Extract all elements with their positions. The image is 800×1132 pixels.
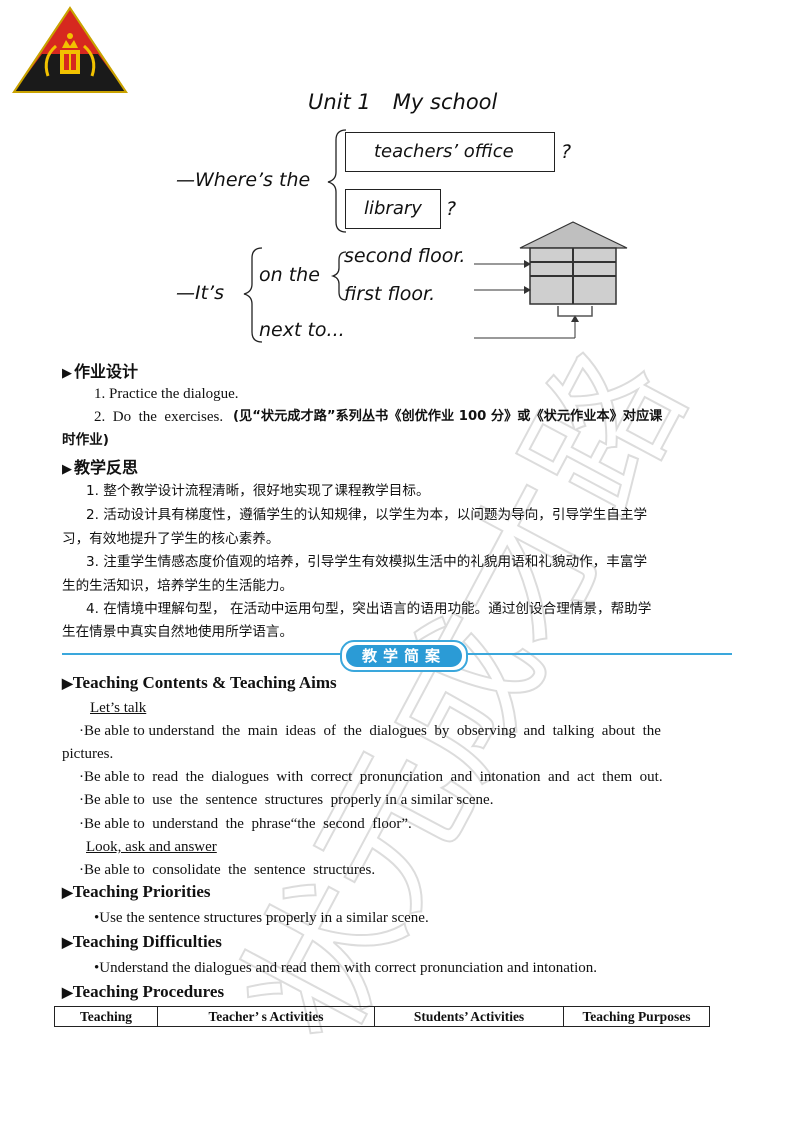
homework-heading-text: 作业设计: [74, 362, 139, 381]
reflection-p4-line2: 生在情景中真实自然地使用所学语言。: [62, 624, 294, 640]
homework-heading: ▶作业设计: [62, 358, 138, 382]
question-mark-2: ?: [446, 198, 457, 220]
contents-heading-text: Teaching Contents & Teaching Aims: [72, 673, 337, 692]
procedures-table: Teaching Teacher’ s Activities Students’…: [54, 1006, 710, 1027]
aim-1-line2: pictures.: [62, 746, 114, 762]
difficulties-heading-text: Teaching Difficulties: [72, 932, 222, 951]
aim-5: ·Be able to consolidate the sentence str…: [79, 862, 376, 878]
priorities-heading: ▶Teaching Priorities: [62, 882, 211, 902]
aim-1-line1: ·Be able to understand the main ideas of…: [79, 723, 661, 739]
triangle-bullet-icon: ▶: [62, 366, 72, 381]
reflection-heading-text: 教学反思: [74, 458, 139, 477]
aim-2: ·Be able to read the dialogues with corr…: [79, 769, 663, 785]
logo-emblem: [12, 6, 128, 93]
where-question: —Where’s the: [176, 169, 311, 191]
homework-item-2-en: 2. Do the exercises.: [94, 409, 224, 425]
reflection-p3-line2: 生的生活知识，培养学生的生活能力。: [62, 578, 294, 594]
difficulties-heading: ▶Teaching Difficulties: [62, 932, 222, 952]
its-answer: —It’s: [176, 282, 224, 304]
triangle-bullet-icon: ▶: [62, 986, 73, 1001]
lets-talk-label: Let’s talk: [90, 700, 147, 716]
board-title-name: My school: [392, 90, 498, 114]
triangle-bullet-icon: ▶: [62, 886, 73, 901]
homework-item-1: 1. Practice the dialogue.: [94, 386, 239, 402]
procedures-heading: ▶Teaching Procedures: [62, 982, 224, 1002]
reflection-p1: 1. 整个教学设计流程清晰，很好地实现了课程教学目标。: [86, 483, 430, 499]
table-header-cell: Teacher’ s Activities: [157, 1006, 375, 1027]
next-to-phrase: next to...: [259, 319, 345, 341]
table-header-cell: Students’ Activities: [374, 1006, 564, 1027]
board-title-unit: Unit 1: [308, 90, 371, 114]
reflection-p3-line1: 3. 注重学生情感态度价值观的培养，引导学生有效模拟生活中的礼貌用语和礼貌动作，…: [86, 554, 648, 570]
contents-heading: ▶Teaching Contents & Teaching Aims: [62, 673, 337, 693]
difficulties-item: •Understand the dialogues and read them …: [94, 960, 598, 976]
reflection-heading: ▶教学反思: [62, 454, 138, 478]
aim-4: ·Be able to understand the phrase“the se…: [79, 816, 412, 832]
priorities-item: •Use the sentence structures properly in…: [94, 910, 429, 926]
section-banner: 教学简案: [340, 640, 468, 672]
homework-item-2-cn-line2: 时作业): [62, 432, 109, 448]
reflection-p2-line2: 习，有效地提升了学生的核心素养。: [62, 531, 280, 547]
first-floor-phrase: first floor.: [344, 283, 436, 305]
second-floor-phrase: second floor.: [344, 245, 466, 267]
reflection-p2-line1: 2. 活动设计具有梯度性，遵循学生的认知规律，以学生为本，以问题为导向，引导学生…: [86, 507, 648, 523]
reflection-p4-line1: 4. 在情境中理解句型， 在活动中运用句型，突出语言的语用功能。通过创设合理情景…: [86, 601, 652, 617]
triangle-bullet-icon: ▶: [62, 936, 73, 951]
look-ask-answer-label: Look, ask and answer: [86, 839, 217, 855]
answer-box-library: library: [345, 189, 441, 229]
triangle-bullet-icon: ▶: [62, 462, 72, 477]
procedures-heading-text: Teaching Procedures: [72, 982, 225, 1001]
board-title: Unit 1 My school: [308, 90, 497, 114]
question-mark-1: ?: [561, 141, 572, 163]
table-header-cell: Teaching: [54, 1006, 158, 1027]
aim-3: ·Be able to use the sentence structures …: [79, 792, 494, 808]
triangle-bullet-icon: ▶: [62, 677, 73, 692]
table-header-row: Teaching Teacher’ s Activities Students’…: [54, 1006, 710, 1027]
homework-item-2-cn-line1: (见“状元成才路”系列丛书《创优作业 100 分》或《状元作业本》对应课: [233, 409, 663, 424]
answer-box-teachers-office: teachers’ office: [345, 132, 555, 172]
priorities-heading-text: Teaching Priorities: [72, 882, 211, 901]
on-the-phrase: on the: [259, 264, 320, 286]
section-banner-label: 教学简案: [346, 645, 462, 667]
table-header-cell: Teaching Purposes: [563, 1006, 710, 1027]
